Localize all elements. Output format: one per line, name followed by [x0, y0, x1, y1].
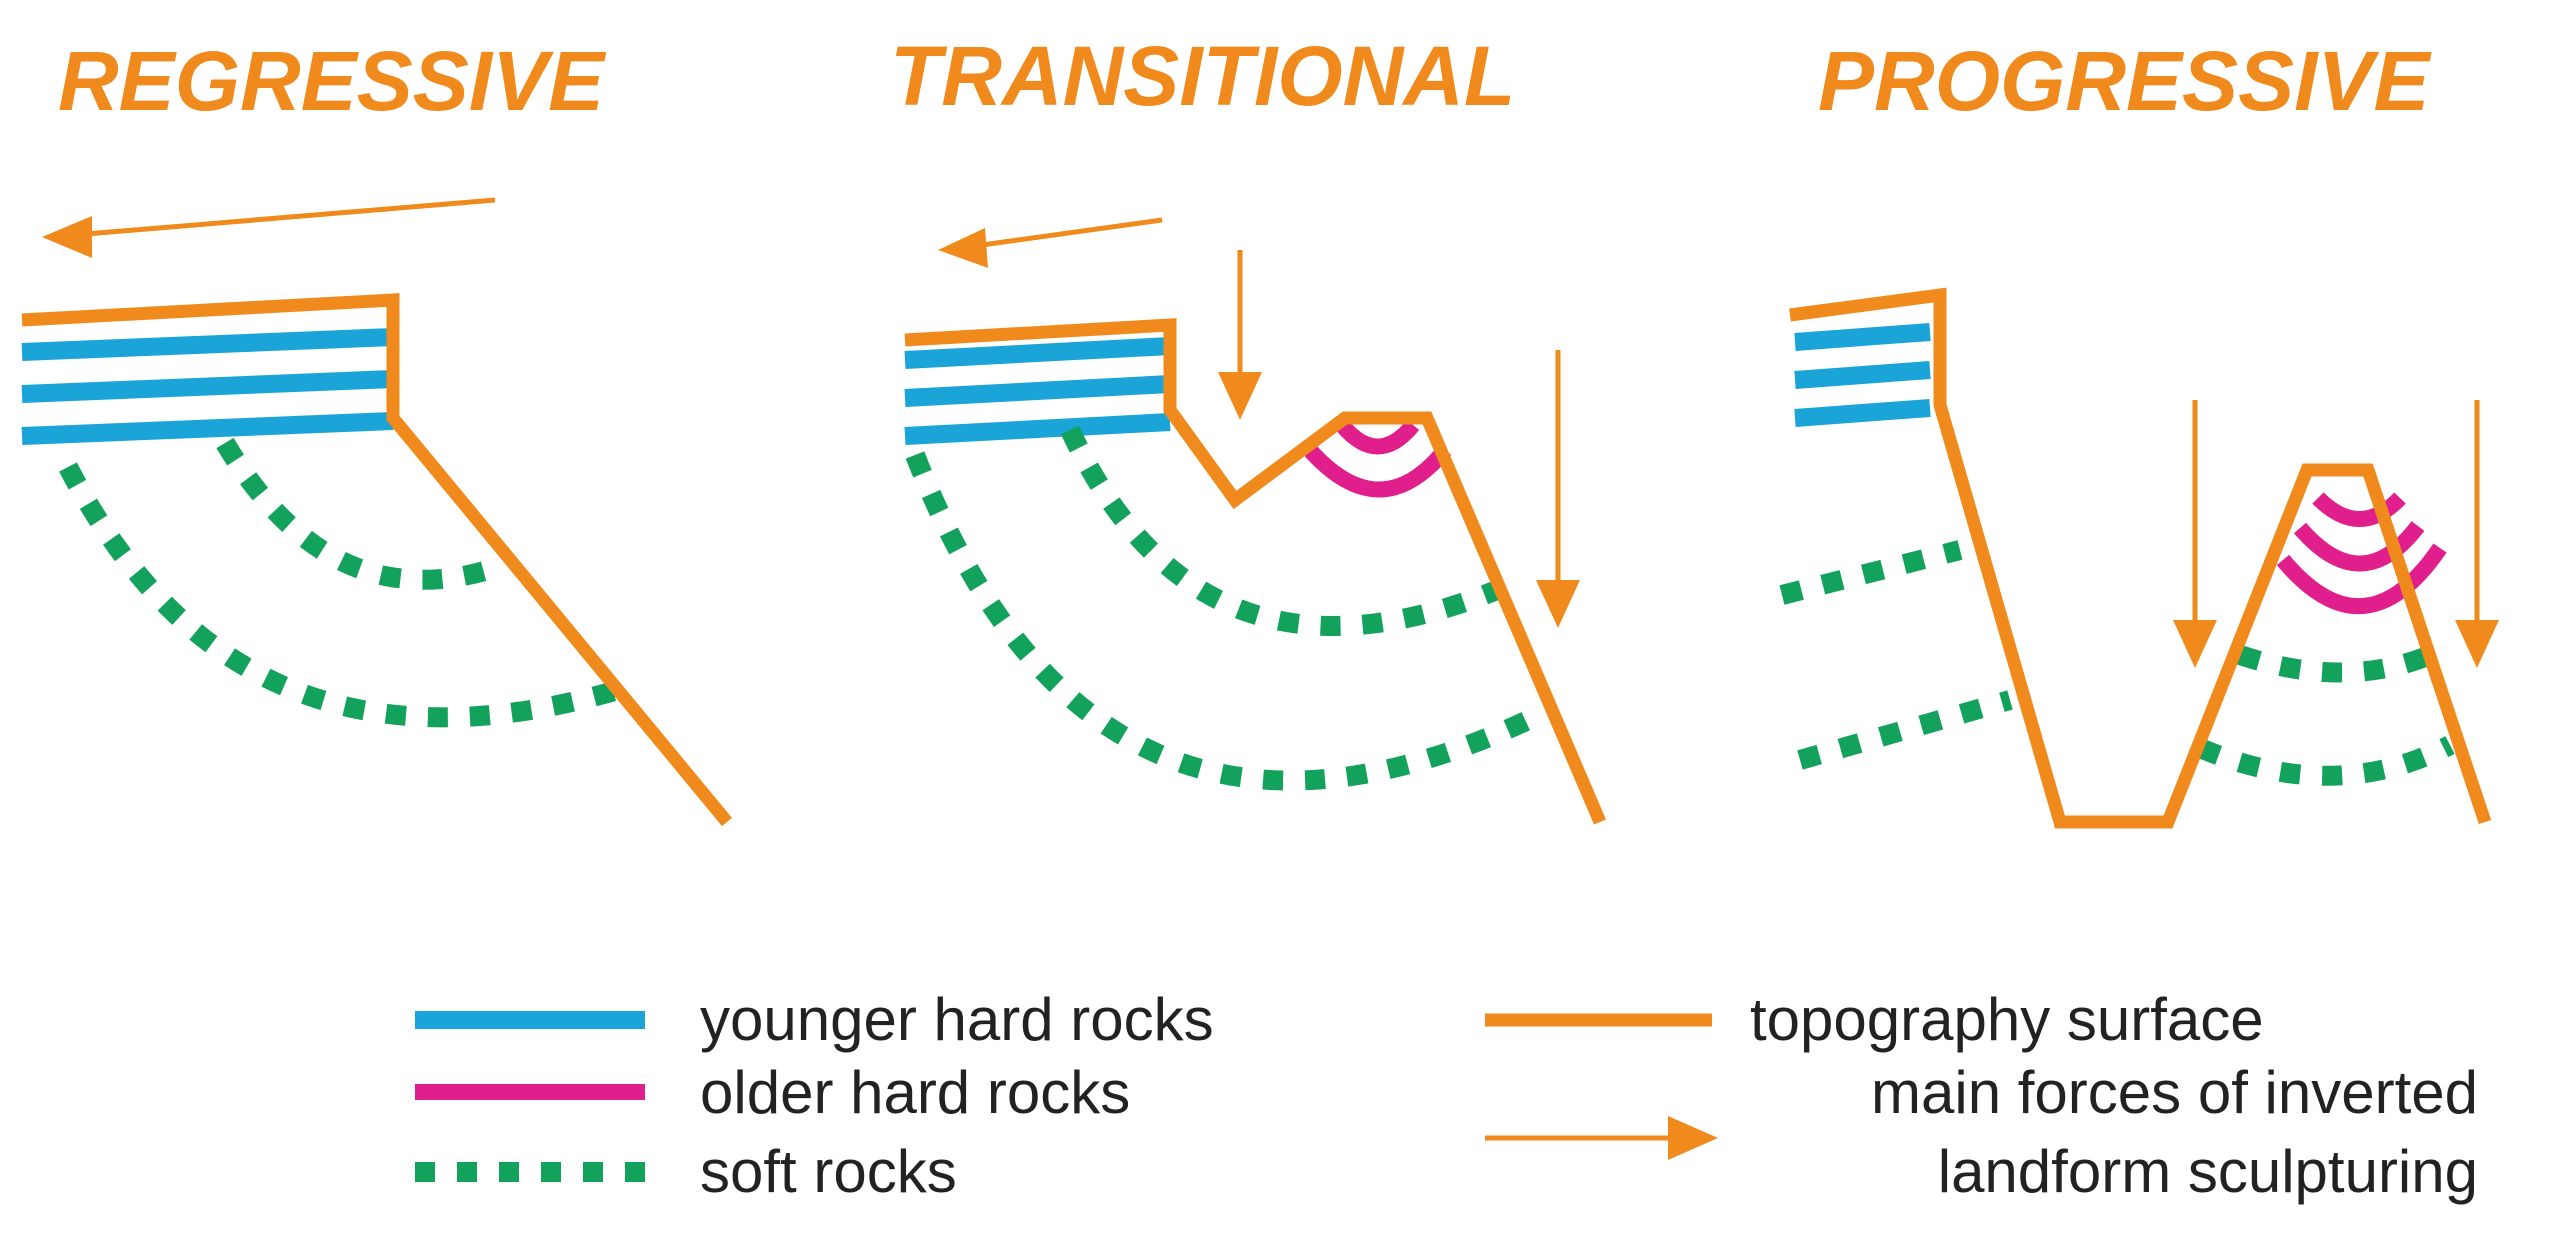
older-hard-rocks-layers: [1301, 419, 1452, 498]
legend-item-younger-hard-rocks: younger hard rocks: [415, 986, 1214, 1053]
panel-regressive: REGRESSIVE: [21, 34, 733, 827]
legend-label-older: older hard rocks: [700, 1059, 1130, 1126]
legend-label-topography: topography surface: [1750, 986, 2264, 1053]
younger-hard-rocks-layers: [21, 328, 394, 445]
legend-item-main-forces: main forces of inverted landform sculptu…: [1485, 1059, 2478, 1205]
force-arrow-down: [1218, 250, 1262, 420]
force-arrow-left: [42, 197, 496, 258]
legend-label-soft: soft rocks: [700, 1138, 957, 1205]
force-arrow-down: [1536, 350, 1580, 628]
legend: younger hard rocks older hard rocks soft…: [415, 986, 2478, 1205]
topography-surface-regressive: [21, 293, 733, 827]
panel-title-regressive: REGRESSIVE: [58, 34, 607, 128]
panel-title-transitional: TRANSITIONAL: [890, 29, 1515, 123]
panel-progressive: PROGRESSIVE: [1779, 34, 2499, 829]
legend-label-younger: younger hard rocks: [700, 986, 1214, 1053]
soft-rocks-layers: [1779, 540, 2455, 786]
force-arrow-left: [938, 217, 1163, 268]
legend-item-soft-rocks: soft rocks: [415, 1138, 957, 1205]
legend-label-forces-line1: main forces of inverted: [1871, 1059, 2478, 1126]
soft-rocks-layers: [59, 437, 621, 728]
legend-item-older-hard-rocks: older hard rocks: [415, 1059, 1130, 1126]
soft-rocks-layers: [905, 425, 1550, 791]
younger-hard-rocks-layers: [904, 337, 1171, 445]
force-arrow-down: [2173, 400, 2217, 668]
younger-hard-rocks-layers: [1794, 323, 1931, 427]
force-arrow-down: [2455, 400, 2499, 668]
legend-item-topography-surface: topography surface: [1485, 986, 2264, 1053]
topography-surface-transitional: [904, 318, 1606, 825]
panel-transitional: TRANSITIONAL: [890, 29, 1606, 825]
older-hard-rocks-layers: [2276, 492, 2447, 614]
panel-title-progressive: PROGRESSIVE: [1818, 34, 2432, 128]
legend-label-forces-line2: landform sculpturing: [1938, 1138, 2478, 1205]
topography-surface-progressive: [1789, 287, 2492, 829]
legend-swatch-force-arrow: [1485, 1116, 1718, 1160]
